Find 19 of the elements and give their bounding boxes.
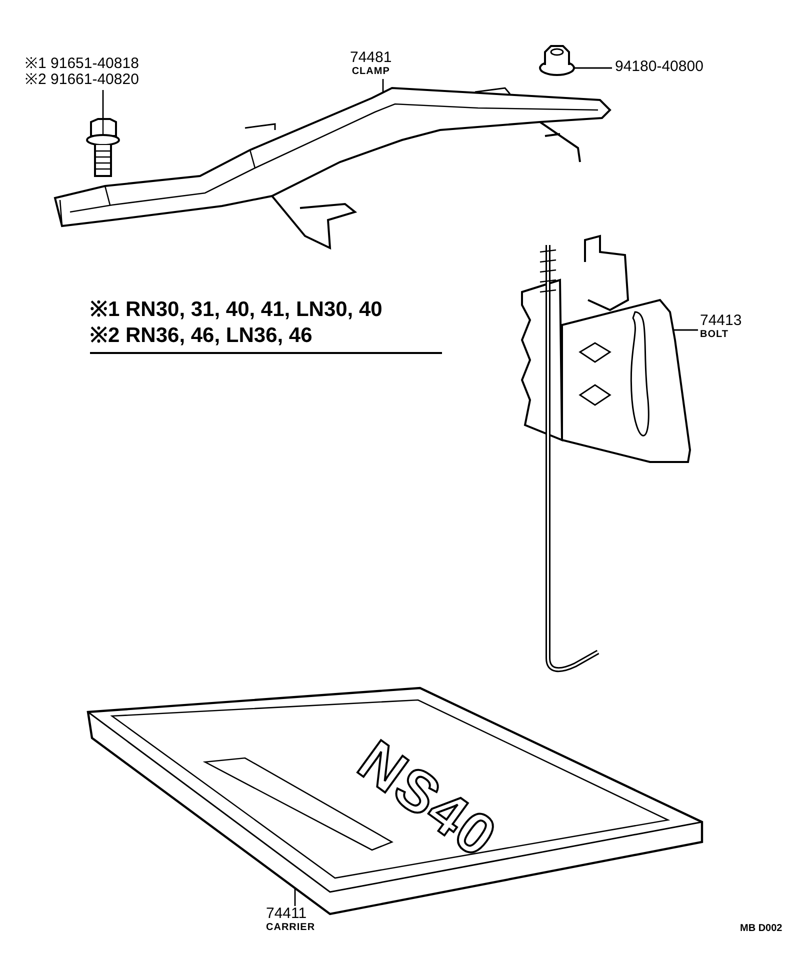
part-number: ※2 91661-40820 <box>25 72 139 88</box>
part-number: 94180-40800 <box>615 59 704 75</box>
part-number: 74481 <box>350 50 392 66</box>
flange-bolt-drawing <box>84 118 120 180</box>
part-number: ※1 91651-40818 <box>25 56 139 72</box>
part-number: 74411 <box>266 906 307 922</box>
figure-code: MB D002 <box>740 923 782 934</box>
part-name: CARRIER <box>266 922 316 933</box>
applicability-note: ※1 RN30, 31, 40, 41, LN30, 40 <box>90 298 382 322</box>
leader-line <box>294 889 296 906</box>
part-name: BOLT <box>700 329 728 340</box>
part-number: 74413 <box>700 313 742 329</box>
part-name: CLAMP <box>352 66 390 77</box>
leader-line <box>102 90 104 119</box>
applicability-note: ※2 RN36, 46, LN36, 46 <box>90 324 312 348</box>
flange-nut-drawing <box>538 44 578 77</box>
leader-line <box>672 329 698 331</box>
battery-carrier-drawing <box>84 684 706 916</box>
leader-line <box>574 67 612 69</box>
